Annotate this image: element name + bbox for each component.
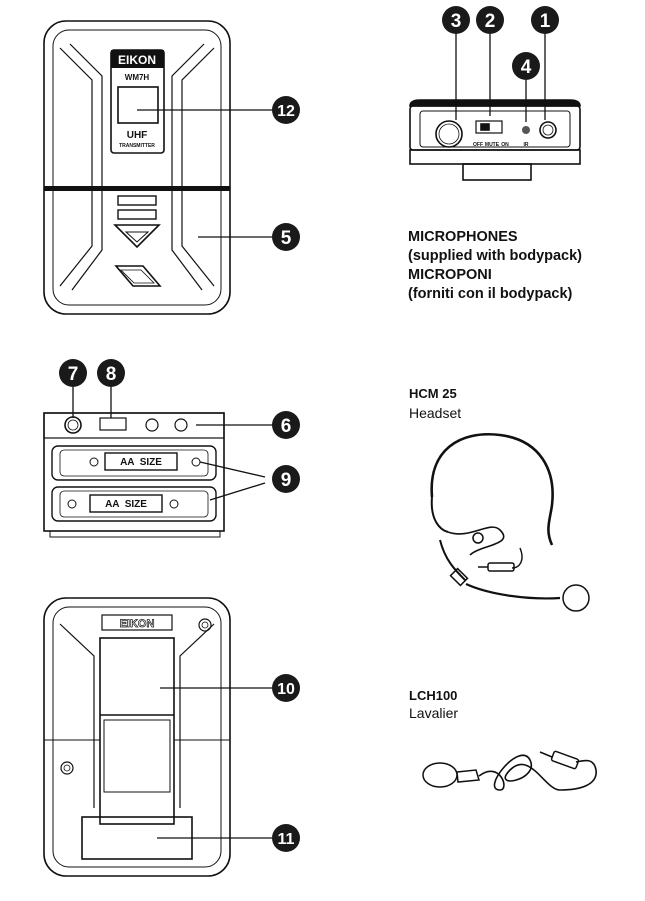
microphones-heading: MICROPHONES (supplied with bodypack) MIC…: [408, 228, 582, 304]
callout-11: 11: [272, 824, 300, 852]
switch-label-on: ON: [501, 142, 509, 148]
front-logo: EIKON: [118, 53, 156, 67]
headset-microphone-illustration: [430, 432, 590, 612]
lavalier-type: Lavalier: [409, 705, 459, 721]
microphones-title-en: MICROPHONES: [408, 229, 518, 245]
headset-type: Headset: [409, 405, 462, 421]
ir-label: IR: [524, 142, 529, 148]
svg-text:9: 9: [281, 470, 292, 491]
model-label: WM7H: [125, 73, 150, 82]
microphones-title-it: MICROPONI: [408, 267, 492, 283]
callout-leader-lines: [72, 34, 546, 839]
battery-label-1: AA SIZE: [120, 457, 162, 468]
svg-text:11: 11: [278, 831, 295, 848]
svg-text:4: 4: [521, 57, 532, 78]
transmitter-front-view: [43, 20, 231, 315]
back-logo: EIKON: [120, 618, 155, 630]
lavalier-model: LCH100: [409, 688, 458, 703]
callout-2: 2: [476, 6, 504, 34]
callout-7: 7: [59, 359, 87, 387]
callout-9: 9: [272, 465, 300, 493]
callout-10: 10: [272, 674, 300, 702]
svg-text:1: 1: [540, 11, 551, 32]
band-label: UHF: [127, 130, 148, 141]
device-type-label: TRANSMITTER: [119, 143, 155, 149]
headset-model: HCM 25: [409, 386, 457, 401]
callout-12: 12: [272, 96, 300, 124]
callout-3: 3: [442, 6, 470, 34]
callout-5: 5: [272, 223, 300, 251]
battery-label-2: AA SIZE: [105, 499, 147, 510]
switch-label-off: OFF: [473, 142, 483, 148]
svg-text:2: 2: [485, 11, 496, 32]
svg-text:7: 7: [68, 364, 79, 385]
lavalier-microphone-illustration: [422, 750, 597, 791]
svg-text:3: 3: [451, 11, 462, 32]
svg-text:12: 12: [277, 103, 295, 120]
switch-label-mute: MUTE: [485, 142, 500, 148]
svg-text:10: 10: [277, 681, 295, 698]
svg-text:6: 6: [281, 416, 292, 437]
callout-1: 1: [531, 6, 559, 34]
svg-text:5: 5: [281, 228, 292, 249]
microphones-subtitle-en: (supplied with bodypack): [408, 248, 583, 264]
transmitter-top-view: [409, 99, 581, 181]
svg-text:8: 8: [106, 364, 117, 385]
callout-6: 6: [272, 411, 300, 439]
callout-4: 4: [512, 52, 540, 80]
battery-compartment-view: [43, 412, 225, 538]
microphones-subtitle-it: (forniti con il bodypack): [408, 286, 573, 302]
callout-8: 8: [97, 359, 125, 387]
transmitter-back-view: [43, 597, 231, 877]
